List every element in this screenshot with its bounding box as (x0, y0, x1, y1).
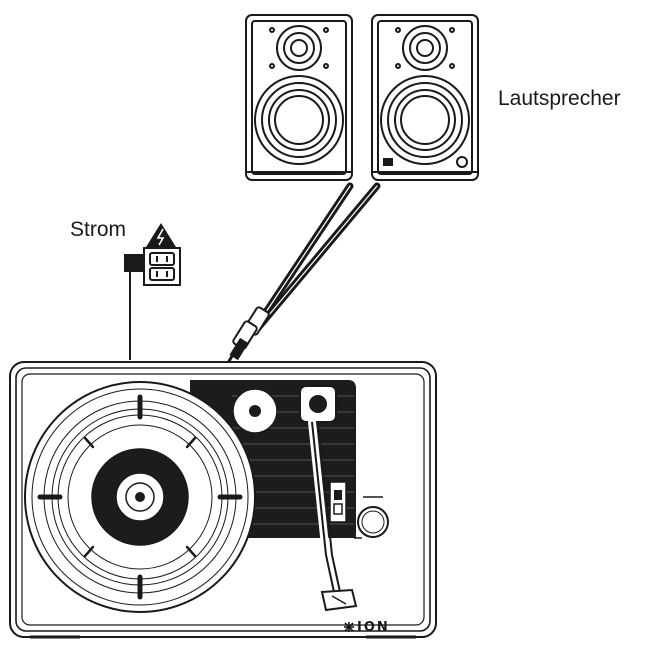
power-label: Strom (70, 218, 127, 241)
ion-logo-icon (344, 622, 354, 632)
rca-plugs (226, 306, 270, 364)
tonearm-rest (329, 481, 347, 523)
speaker-cable (254, 182, 381, 332)
power-adapter (124, 254, 144, 360)
warning-triangle-icon (146, 223, 176, 247)
speaker-left (245, 14, 353, 181)
wall-outlet-icon (143, 247, 181, 286)
adapter-45 (232, 388, 278, 434)
platter (24, 381, 256, 613)
tonearm (299, 385, 358, 612)
speaker-right (371, 14, 479, 181)
speakers-label: Lautsprecher (498, 87, 621, 110)
volume-knob (354, 496, 389, 539)
brand-logo-text: ION (357, 620, 390, 635)
